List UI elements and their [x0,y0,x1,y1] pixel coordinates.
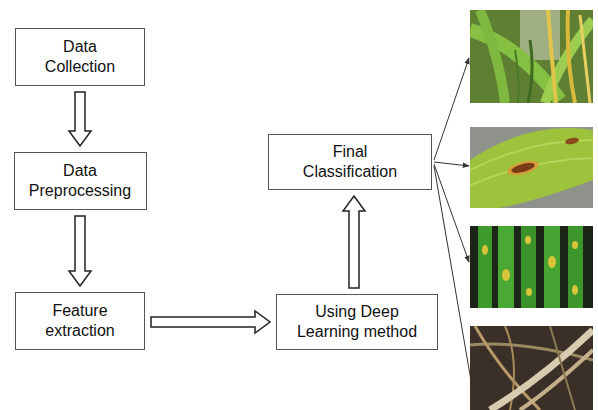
text-wrap: Feature extraction [33,301,128,341]
block-arrow [343,196,365,288]
process-box: Data Preprocessing [14,152,147,210]
plant-photo [470,10,593,103]
text-wrap: Final Classification [290,142,410,182]
box-label: Data Collection [33,37,128,77]
box-label: Using Deep Learning method [290,302,425,342]
block-arrow [69,216,91,286]
process-box: Using Deep Learning method [276,294,438,350]
block-arrow [69,92,91,146]
process-box: Final Classification [268,134,432,190]
text-wrap: Using Deep Learning method [290,302,425,342]
box-label: Data Preprocessing [23,161,138,201]
box-label: Final Classification [290,142,410,182]
straw-photo [470,326,593,410]
leader-line [434,164,469,262]
text-wrap: Data Preprocessing [23,161,138,201]
text-wrap: Data Collection [33,37,128,77]
leader-line [434,162,469,166]
block-arrow [151,311,270,333]
process-box: Feature extraction [15,292,145,350]
leaf-spot-photo [470,127,593,208]
leader-lines [434,58,474,398]
leader-line [434,166,474,398]
box-label: Feature extraction [33,301,128,341]
process-box: Data Collection [15,28,145,86]
leaf-rust-photo [470,226,593,308]
leader-line [434,58,469,160]
